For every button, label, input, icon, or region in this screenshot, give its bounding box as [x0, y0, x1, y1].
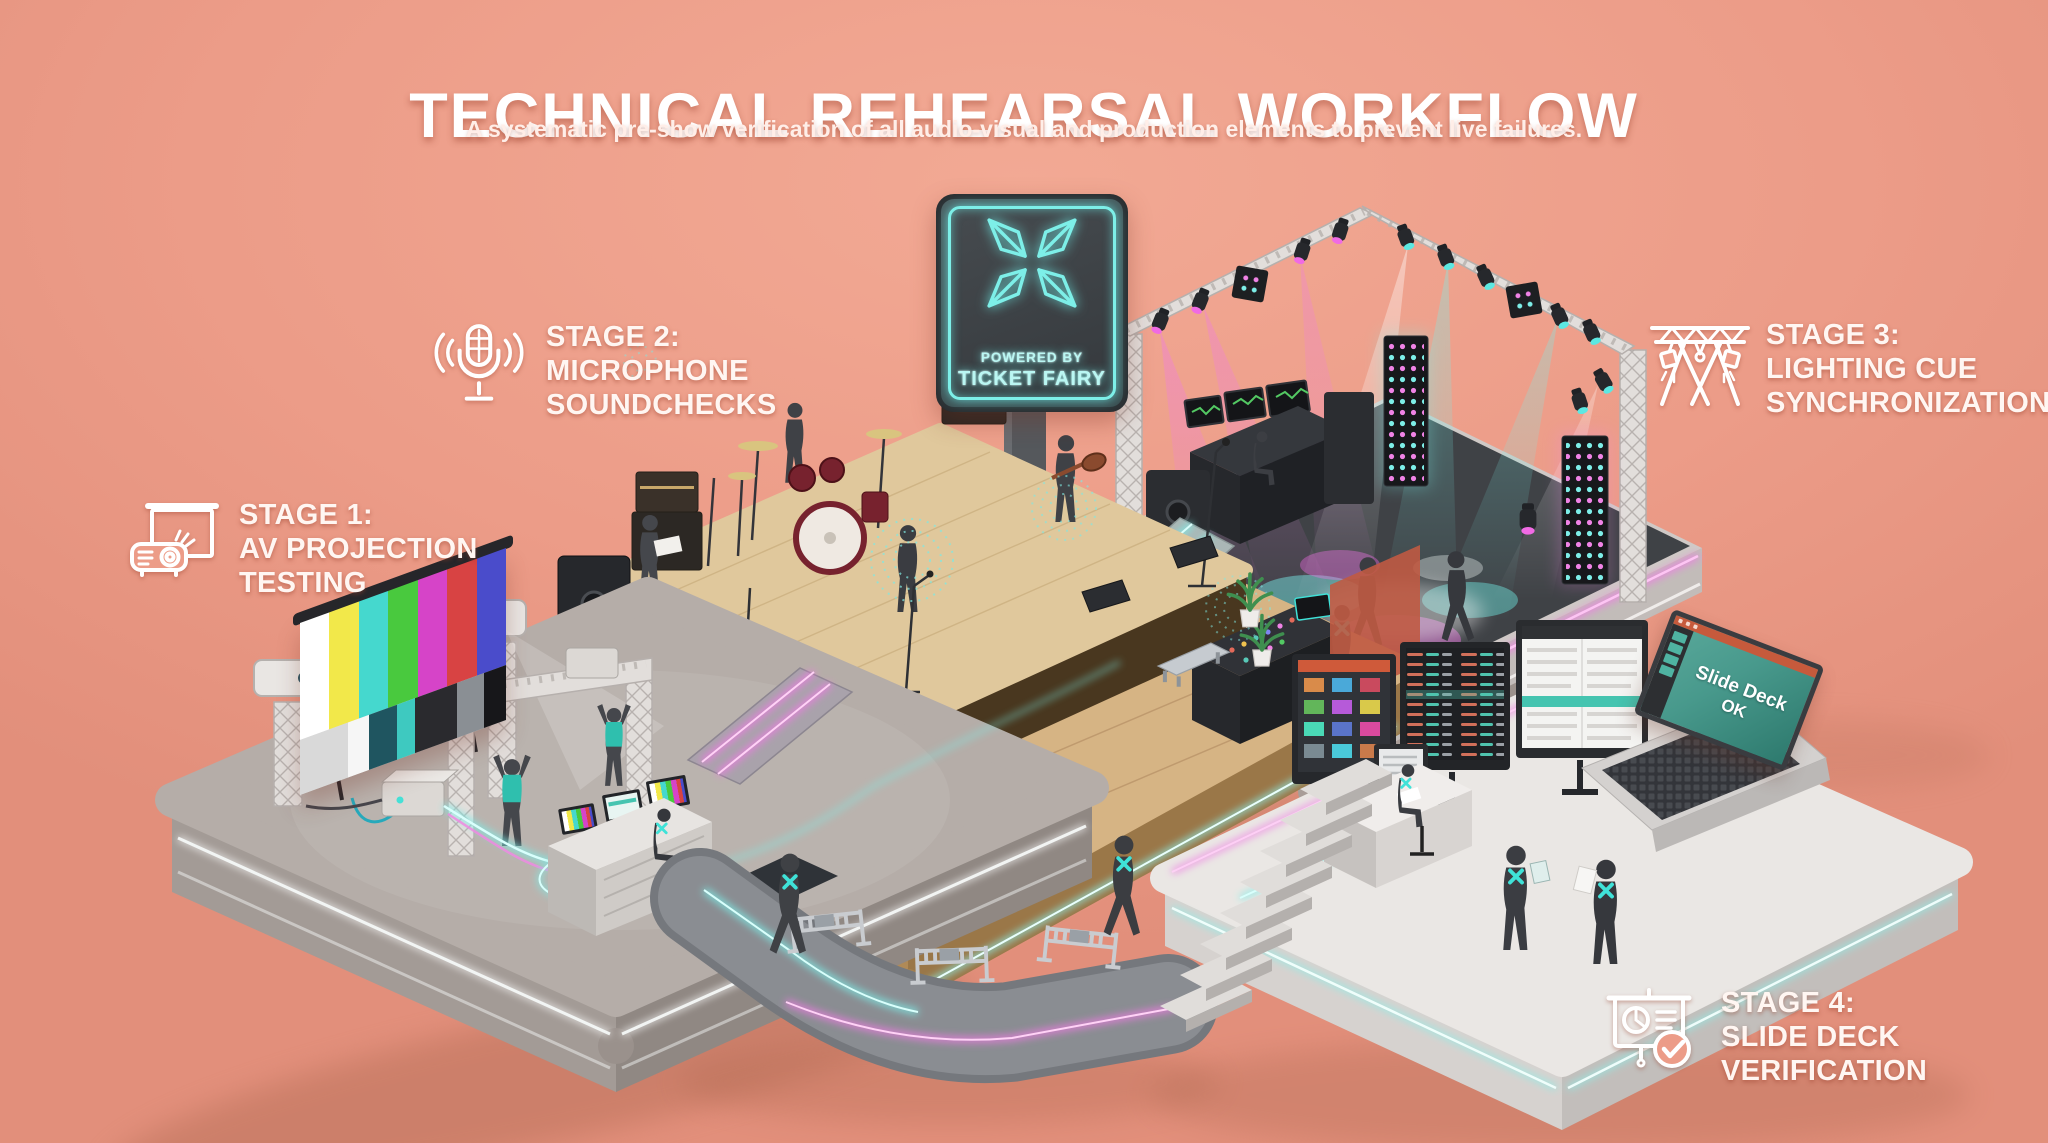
stage1-kicker: STAGE 1: — [239, 499, 373, 531]
slide-thumbnail — [1658, 664, 1675, 678]
slide-deck-check-icon — [1606, 988, 1692, 1068]
stage4-line1: SLIDE DECK — [1721, 1021, 1900, 1053]
stage3-line2: SYNCHRONIZATION — [1766, 387, 2048, 419]
stage1-label-text: STAGE 1: AV PROJECTION TESTING — [239, 498, 478, 600]
stage2-line2: SOUNDCHECKS — [546, 389, 777, 421]
slide-thumbnail — [1671, 630, 1688, 645]
stage4-label-text: STAGE 4: SLIDE DECK VERIFICATION — [1721, 986, 1927, 1088]
page-subtitle: A systematic pre-show verification of al… — [465, 116, 1583, 142]
qa-monitors — [1292, 620, 1648, 817]
stage3-label-text: STAGE 3: LIGHTING CUE SYNCHRONIZATION — [1766, 318, 2048, 420]
color-block — [347, 714, 369, 778]
stage3-line1: LIGHTING CUE — [1766, 353, 1978, 385]
stage4-verification-platform — [1150, 572, 1973, 1130]
ticket-fairy-x-logo-icon — [987, 218, 1077, 308]
color-block — [397, 698, 415, 760]
neon-sign-line2: TICKET FAIRY — [958, 368, 1106, 390]
stage1-label: STAGE 1: AV PROJECTION TESTING — [128, 498, 478, 600]
lighting-truss-icon — [1650, 326, 1750, 406]
led-panels — [1380, 332, 1610, 586]
stage3-label: STAGE 3: LIGHTING CUE SYNCHRONIZATION — [1650, 318, 2048, 420]
stage2-label: STAGE 2: MICROPHONE SOUNDCHECKS — [428, 320, 777, 422]
projector-screen-icon — [130, 503, 219, 577]
color-block — [483, 664, 506, 729]
stage2-kicker: STAGE 2: — [546, 321, 680, 353]
walkway — [650, 835, 1218, 1084]
drum-kit — [706, 429, 902, 575]
stage2-line1: MICROPHONE — [546, 355, 749, 387]
color-block — [368, 704, 398, 771]
color-bar — [358, 590, 389, 719]
microphone-icon — [434, 324, 524, 401]
ticket-fairy-neon-sign: POWERED BY TICKET FAIRY — [936, 194, 1128, 412]
stage4-label: STAGE 4: SLIDE DECK VERIFICATION — [1605, 986, 1927, 1088]
neon-sign-text: POWERED BY TICKET FAIRY — [941, 350, 1123, 391]
stage1-line2: TESTING — [239, 567, 367, 599]
media-server — [380, 769, 460, 817]
soundwave-arcs — [623, 285, 1271, 641]
slide-thumbnail — [1662, 652, 1680, 667]
band-members — [639, 402, 1230, 696]
stage2-label-text: STAGE 2: MICROPHONE SOUNDCHECKS — [546, 320, 777, 422]
color-bar — [476, 548, 506, 676]
stage1-line1: AV PROJECTION — [239, 533, 478, 565]
stage4-line2: VERIFICATION — [1721, 1055, 1928, 1087]
color-bar — [300, 612, 330, 740]
color-block — [456, 673, 484, 739]
neon-sign-line1: POWERED BY — [980, 350, 1084, 365]
magenta-ramp — [686, 667, 854, 785]
review-staff — [1503, 845, 1618, 964]
rigger-crew — [493, 704, 631, 846]
neon-frame — [948, 206, 1116, 400]
stage3-kicker: STAGE 3: — [1766, 319, 1900, 351]
slide-thumbnail — [1667, 641, 1684, 656]
stage4-kicker: STAGE 4: — [1721, 987, 1855, 1019]
page-title: TECHNICAL REHEARSAL WORKFLOW — [409, 81, 1639, 152]
color-bar — [329, 601, 359, 730]
